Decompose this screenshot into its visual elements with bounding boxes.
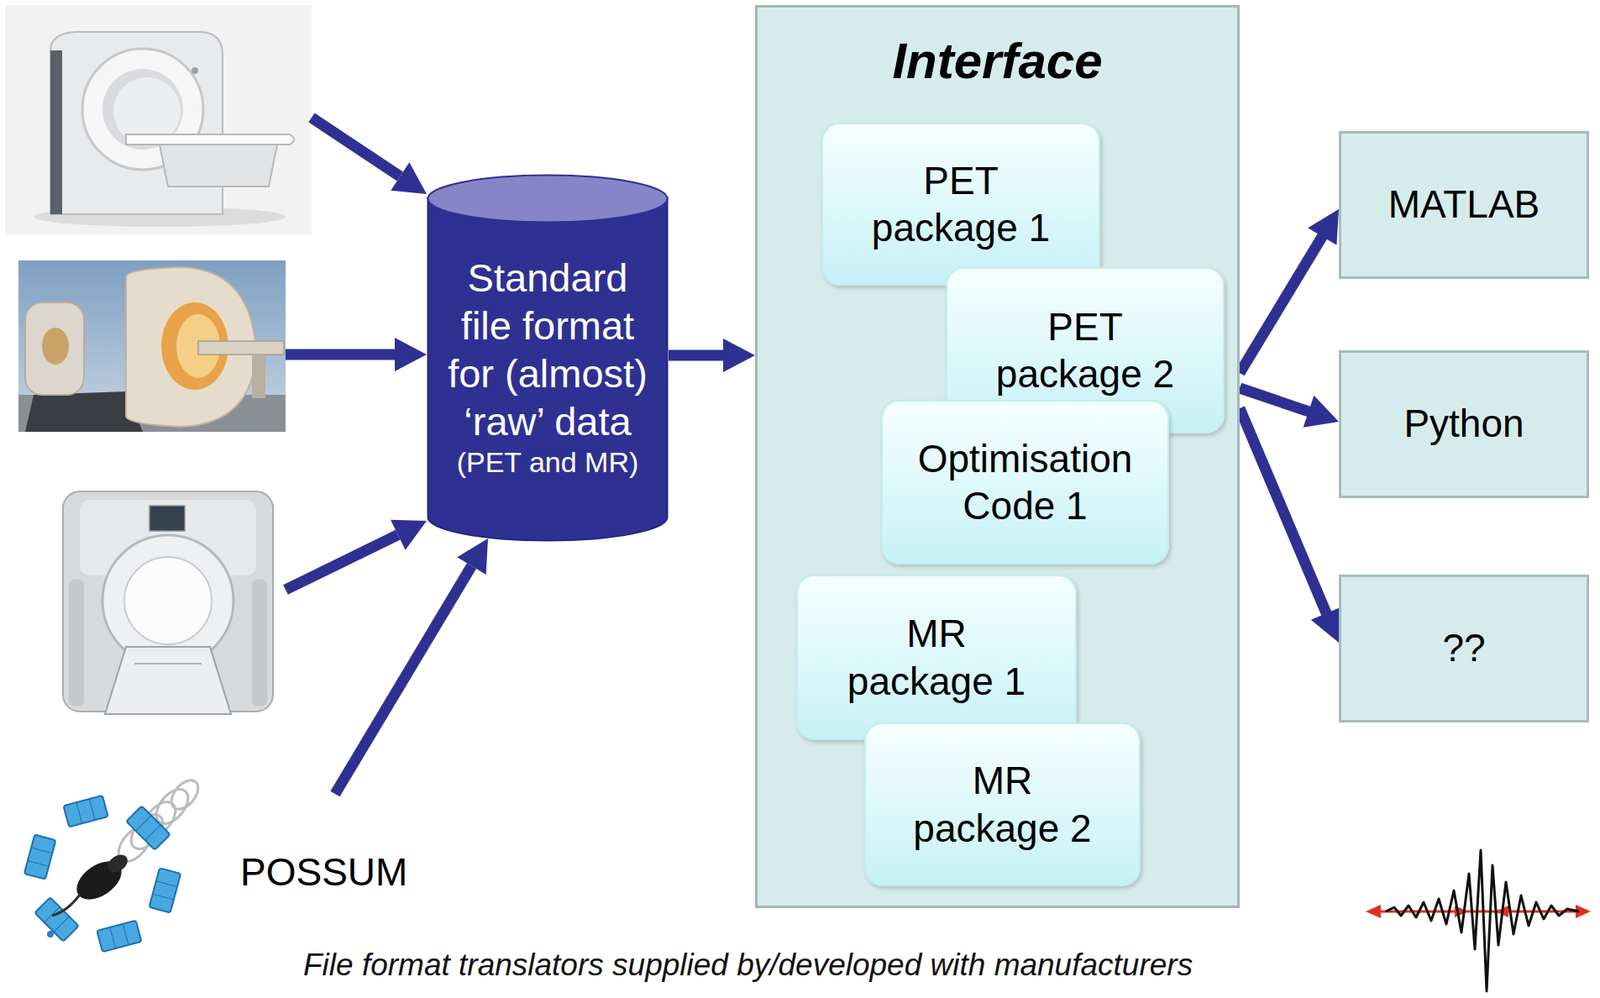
arrow-head [1311, 606, 1343, 643]
possum-simulation-picture [136, 815, 152, 831]
mri-scanner-photo [5, 5, 312, 235]
node-label: Python [1403, 400, 1524, 447]
possum-simulation-picture [156, 881, 178, 887]
node-subtext: (PET and MR) [456, 445, 640, 480]
possum-simulation-picture [31, 847, 53, 854]
possum-simulation-picture [89, 798, 95, 820]
mri-room-photo [41, 327, 69, 365]
possum-simulation-picture [110, 927, 116, 949]
mri-scanner-photo [149, 505, 185, 531]
node-label: Standard file format for (almost) ‘raw’ … [442, 254, 652, 446]
coil-spiral [112, 775, 204, 867]
arrow-shaft [668, 350, 724, 362]
possum-simulation-picture [63, 795, 109, 828]
possum-simulation-picture [96, 920, 142, 953]
node-label: MATLAB [1388, 181, 1541, 228]
arrow-head [1303, 395, 1339, 428]
mri-scanner-photo [104, 646, 231, 714]
arrow-shaft [1239, 236, 1323, 373]
mri-room-photo [251, 354, 266, 399]
panel-title: Interface [891, 31, 1102, 92]
mri-scanner-photo [191, 67, 199, 74]
node-label: PET package 2 [990, 303, 1181, 398]
arrow-head [1307, 209, 1339, 246]
node-label: ?? [1442, 624, 1485, 672]
source-arrow [335, 566, 473, 794]
possum-simulation-picture [152, 893, 174, 900]
waveform-logo [1365, 904, 1381, 919]
possum-simulation-picture [149, 867, 182, 913]
database-cylinder: Standard file format for (almost) ‘raw’ … [426, 173, 669, 542]
node-label: MR package 1 [846, 609, 1027, 704]
possum-simulation-picture [24, 834, 57, 880]
possum-simulation-picture [104, 850, 132, 877]
source-arrow [285, 349, 395, 361]
node-label: MR package 2 [912, 756, 1093, 851]
source-arrow [394, 337, 427, 372]
possum-simulation-picture [53, 916, 69, 932]
possum-simulation-picture [47, 930, 54, 938]
source-arrow [285, 535, 399, 590]
software-package-box: MR package 1 [796, 574, 1077, 740]
possum-simulation-picture [24, 834, 57, 880]
mri-scanner-photo [124, 556, 212, 645]
mri-scanner-photo [134, 662, 202, 665]
mri-room-photo [198, 340, 284, 355]
mri-scanner-photo [46, 459, 286, 723]
waveform-logo [1365, 849, 1591, 992]
possum-simulation-picture [125, 805, 170, 850]
source-arrow [311, 117, 400, 177]
caption-text: File format translators supplied by/deve… [303, 946, 1193, 984]
mri-scanner-photo [125, 134, 294, 145]
mri-room-photo [25, 302, 84, 395]
coil-spiral [166, 775, 204, 814]
software-package-box: PET package 1 [821, 122, 1101, 286]
arrow-shaft [1239, 388, 1310, 412]
mri-room-photo [18, 260, 286, 432]
mri-scanner-photo [159, 144, 278, 187]
output-box: ?? [1338, 574, 1590, 723]
mri-scanner-photo [5, 5, 312, 235]
possum-simulation-picture [52, 894, 80, 916]
source-label: POSSUM [240, 849, 408, 896]
possum-simulation-picture [149, 867, 182, 913]
possum-simulation-picture [96, 920, 142, 953]
mri-room-photo [18, 260, 286, 432]
flow-arrow [668, 338, 756, 373]
arrow-shaft [1239, 408, 1328, 614]
flow-arrow [1239, 408, 1343, 643]
cylinder-top [428, 175, 668, 223]
source-arrow [390, 519, 427, 551]
cylinder-body [428, 197, 668, 541]
interface-panel: InterfacePET package 1 PET package 2 Optim… [755, 5, 1240, 908]
mri-scanner-photo [68, 579, 84, 706]
possum-simulation-picture [122, 923, 129, 945]
node-label: PET package 1 [865, 157, 1056, 252]
flow-arrow [1239, 209, 1339, 373]
software-package-box: MR package 2 [864, 722, 1141, 887]
software-package-box: Optimisation Code 1 [881, 399, 1170, 565]
possum-simulation-picture [76, 802, 83, 824]
mri-scanner-photo [50, 50, 63, 215]
caption-text-holder: File format translators supplied by/deve… [303, 946, 1193, 984]
output-box: MATLAB [1338, 131, 1590, 279]
possum-simulation-picture [24, 775, 204, 952]
possum-simulation-picture [125, 805, 170, 850]
output-box: Python [1338, 350, 1590, 499]
flow-arrow [1239, 388, 1339, 428]
source-arrow [456, 538, 488, 575]
mri-scanner-photo [251, 579, 268, 706]
possum-simulation-picture [27, 860, 49, 866]
source-label-holder: POSSUM [240, 849, 408, 896]
possum-simulation-picture [63, 795, 109, 828]
possum-simulation-picture [145, 824, 161, 840]
node-label: Optimisation Code 1 [898, 435, 1152, 530]
waveform-logo [1385, 849, 1580, 992]
source-arrow [390, 162, 427, 195]
arrow-head [723, 338, 756, 373]
mri-scanner-photo [46, 459, 286, 723]
